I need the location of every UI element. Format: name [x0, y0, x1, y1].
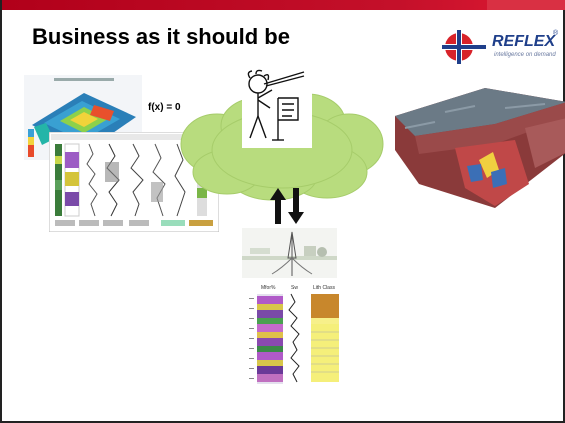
cartoon-figure-image — [242, 68, 312, 148]
log-header-sw: Sw — [291, 285, 298, 291]
logo-registered-mark: ® — [553, 30, 559, 37]
log-header-mfor: Mfor% — [261, 285, 276, 291]
accent-bar — [2, 0, 565, 10]
logo-tagline: intelligence on demand — [494, 52, 556, 58]
reflex-logo-icon — [442, 30, 486, 64]
log-header-lith: Lith Class — [313, 285, 335, 291]
lithology-log-image: Mfor% Sw Lith Class — [247, 282, 347, 387]
rig-sketch-image — [242, 228, 337, 278]
logo-name: REFLEX — [492, 33, 556, 50]
3d-geological-model-image — [395, 88, 565, 208]
up-down-arrows-icon — [270, 188, 304, 224]
slide-title: Business as it should be — [32, 24, 290, 49]
formula-label: f(x) = 0 — [148, 102, 181, 113]
